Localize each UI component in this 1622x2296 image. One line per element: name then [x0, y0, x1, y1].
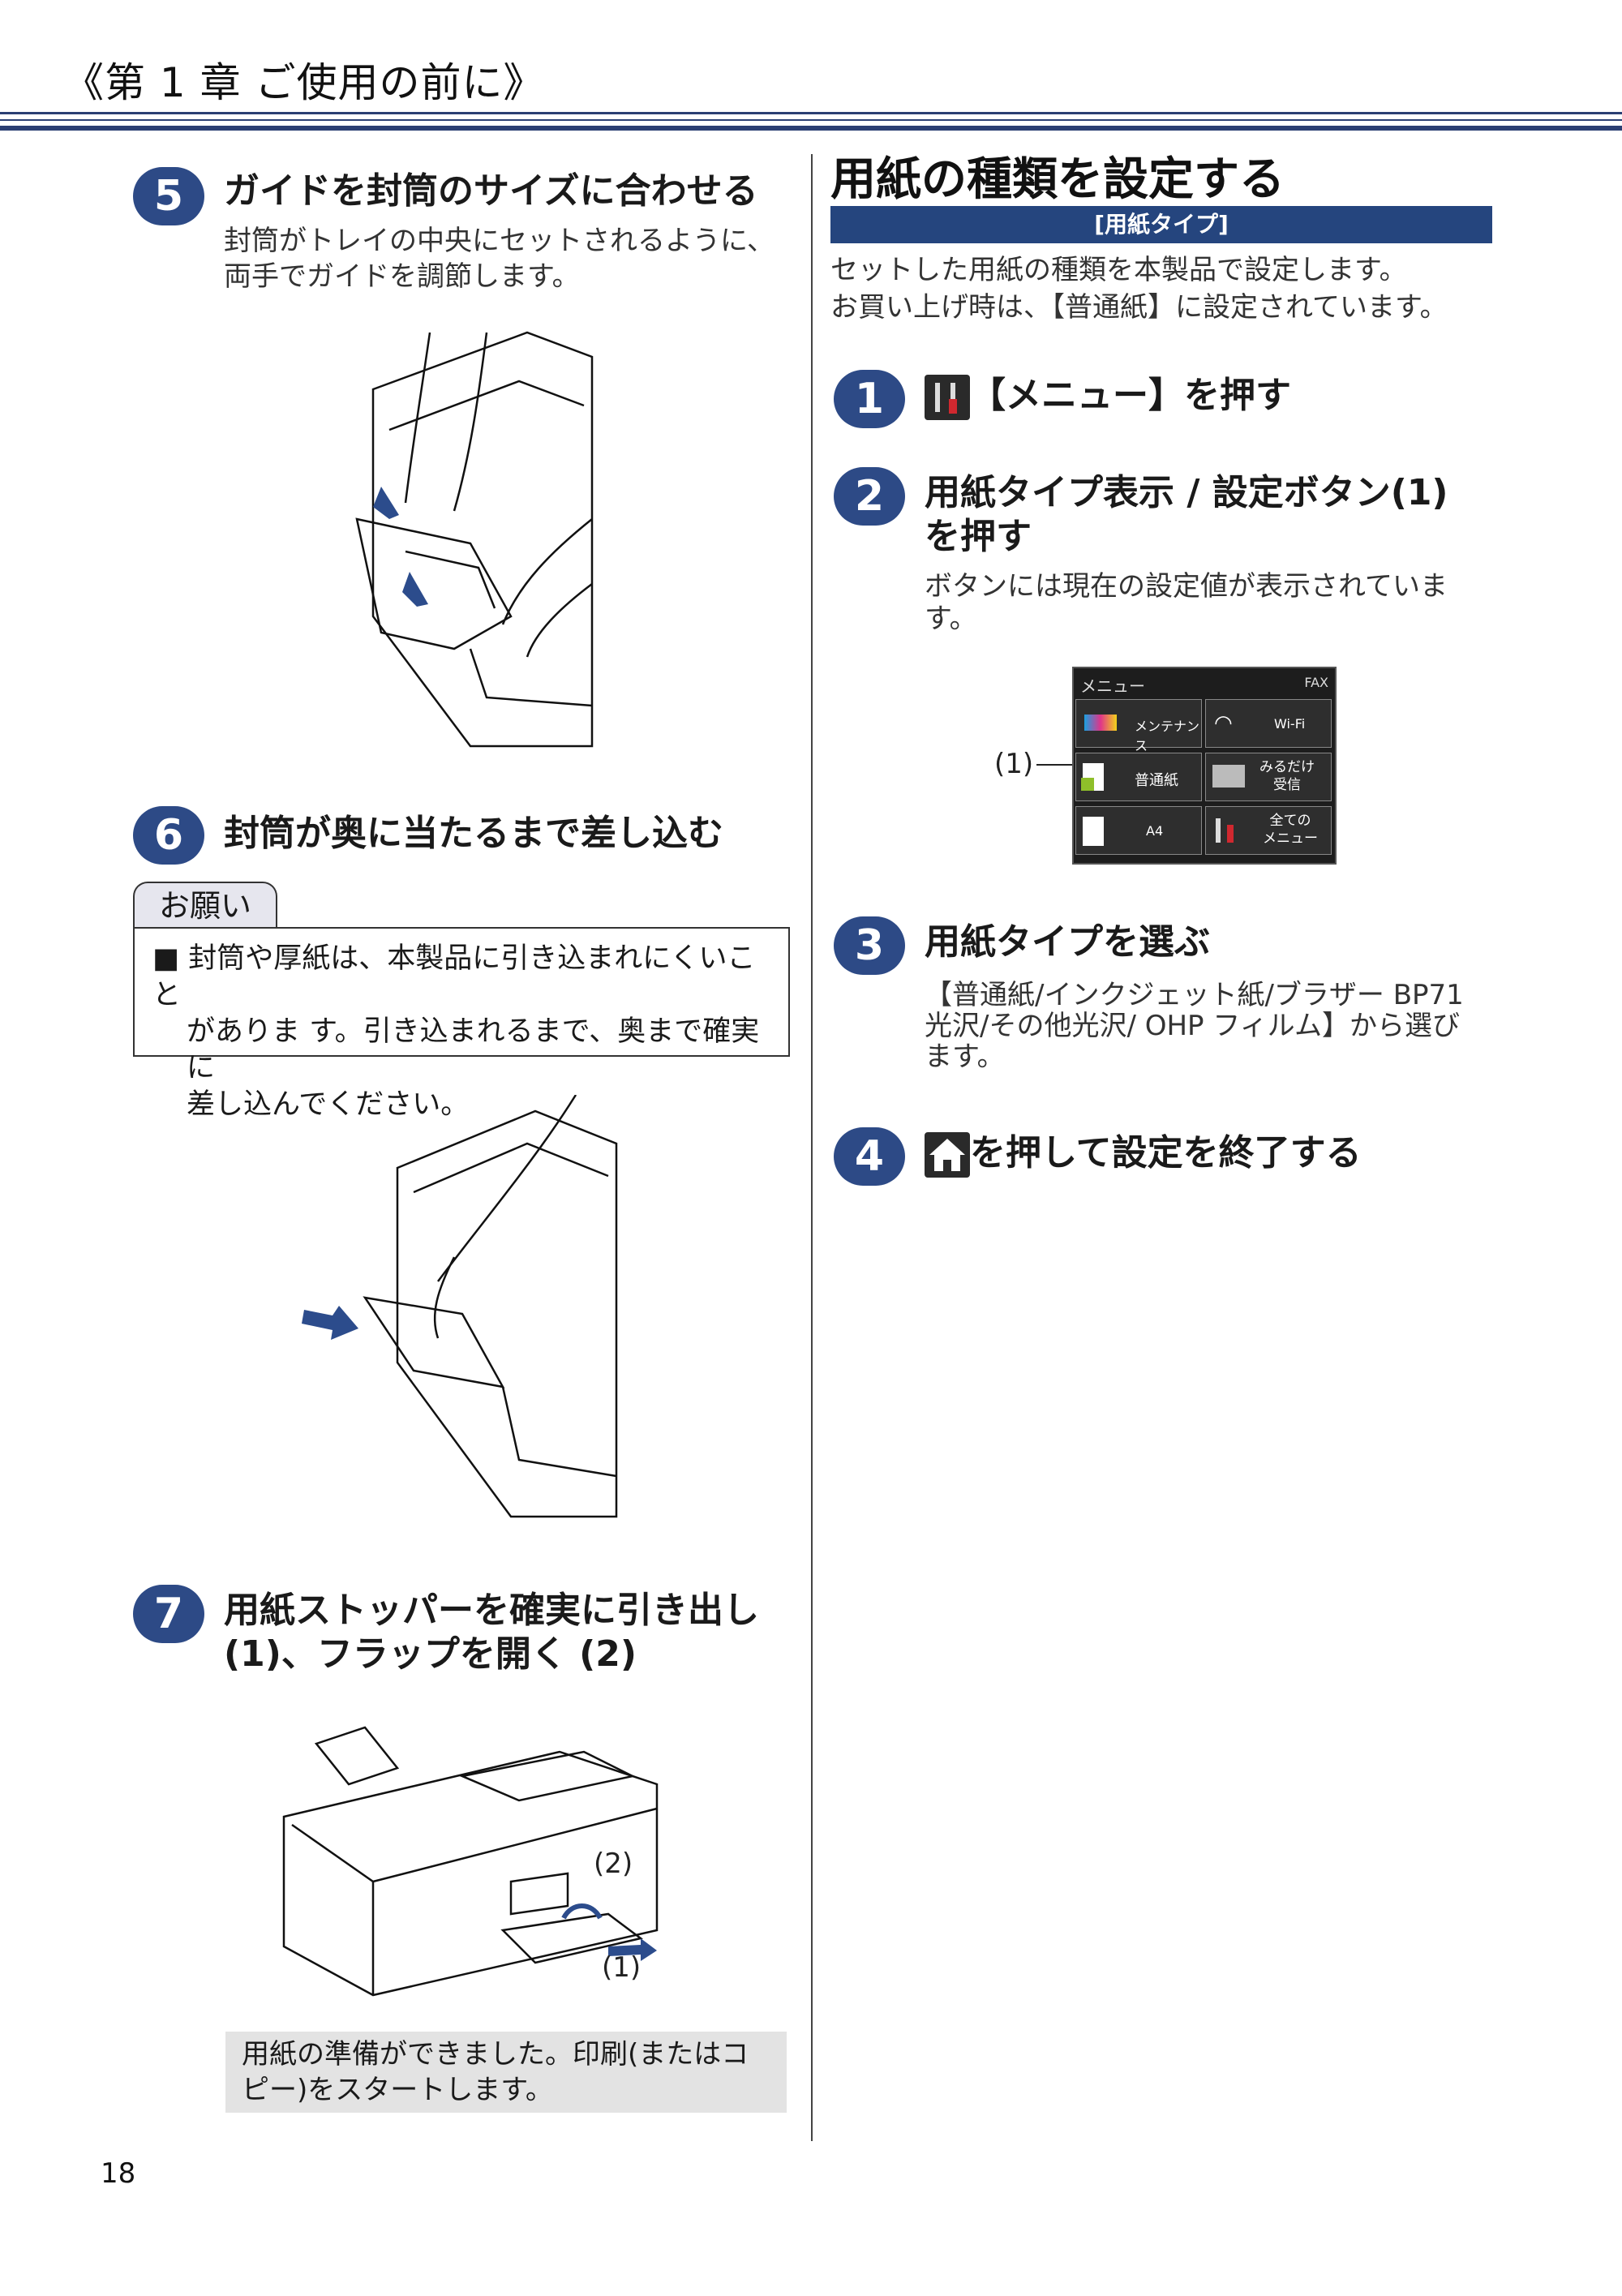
- chapter-title: 《第 1 章 ご使用の前に》: [63, 59, 545, 106]
- step-5-title: ガイドを封筒のサイズに合わせる: [224, 170, 758, 212]
- step-number-6: 6: [133, 806, 204, 865]
- note-text: ■ 封筒や厚紙は、本製品に引き込まれにくいこと がありま す。引き込まれるまで、…: [152, 941, 777, 1123]
- step-1-title-text: 【メニュー】を押す: [970, 375, 1291, 416]
- step-number-4: 4: [834, 1127, 905, 1186]
- paper-type-button[interactable]: 普通紙: [1075, 753, 1202, 801]
- note-tab: お願い: [133, 882, 277, 929]
- panel-fax-label: FAX: [1304, 675, 1328, 690]
- fax-icon: [1212, 765, 1245, 788]
- completion-line: ピー)をスタートします。: [242, 2074, 553, 2106]
- paper-type-label: 普通紙: [1135, 772, 1178, 789]
- completion-line: 用紙の準備ができました。印刷(またはコ: [242, 2038, 749, 2071]
- paper-size-button[interactable]: A4: [1075, 806, 1202, 855]
- step-3-body-line-1: 【普通紙/インクジェット紙/ブラザー BP71: [925, 979, 1464, 1011]
- step-number-7: 7: [133, 1585, 204, 1643]
- step-3-title: 用紙タイプを選ぶ: [925, 921, 1210, 963]
- note-line: 差し込んでください。: [187, 1088, 470, 1121]
- step-5-body-line-2: 両手でガイドを調節します。: [224, 260, 580, 293]
- header-rule: [0, 112, 1622, 114]
- step-6-title: 封筒が奥に当たるまで差し込む: [224, 813, 723, 854]
- intro-line-1: セットした用紙の種類を本製品で設定します。: [830, 254, 1407, 286]
- label-1: (1): [602, 1951, 642, 1984]
- step-number-3: 3: [834, 916, 905, 975]
- panel-maintenance-label: メンテナンス: [1135, 719, 1200, 753]
- panel-wifi-label: Wi-Fi: [1274, 716, 1306, 732]
- panel-maintenance-button[interactable]: メンテナンス: [1075, 699, 1202, 753]
- tools-icon: [1216, 818, 1221, 843]
- panel-all-menu-button[interactable]: 全ての メニュー: [1205, 806, 1332, 855]
- panel-callout-label: (1): [994, 748, 1034, 780]
- note-box: [133, 927, 790, 1057]
- printer-stopper-illustration: [282, 1726, 659, 1997]
- section-title: 用紙の種類を設定する: [830, 153, 1285, 206]
- header-rule: [0, 126, 1622, 131]
- section-band: [用紙タイプ]: [830, 206, 1492, 243]
- ink-icon: [1084, 715, 1117, 731]
- step-2-title-line-1: 用紙タイプ表示 / 設定ボタン(1): [925, 472, 1448, 513]
- page-number: 18: [101, 2157, 136, 2190]
- header-rule: [0, 119, 1622, 121]
- home-icon: [925, 1132, 970, 1178]
- paper-badge-icon: [1081, 778, 1094, 791]
- paper-size-icon: [1083, 817, 1104, 846]
- intro-line-2: お買い上げ時は、【普通紙】に設定されています。: [830, 291, 1448, 324]
- step-3-body-line-3: ます。: [925, 1041, 1005, 1073]
- panel-all-menu-label: 全ての メニュー: [1263, 813, 1318, 847]
- panel-header: メニュー FAX: [1074, 668, 1335, 696]
- note-line: がありま す。引き込まれるまで、奥まで確実に: [187, 1015, 760, 1084]
- step-3-body-line-2: 光沢/その他光沢/ OHP フィルム】から選び: [925, 1010, 1460, 1042]
- step-7-title-line-2: (1)、フラップを開く (2): [224, 1633, 637, 1675]
- step-5-body-line-1: 封筒がトレイの中央にセットされるように、: [224, 225, 775, 257]
- step-2-body-line-1: ボタンには現在の設定値が表示されていま: [925, 570, 1448, 603]
- panel-menu-label: メニュー: [1080, 676, 1145, 696]
- step-4-title: を押して設定を終了する: [925, 1131, 1362, 1178]
- menu-tools-icon: [925, 375, 970, 420]
- label-2: (2): [594, 1848, 633, 1880]
- tools-icon-handle: [1227, 825, 1234, 843]
- completion-note: 用紙の準備ができました。印刷(またはコ ピー)をスタートします。: [225, 2032, 787, 2113]
- paper-size-label: A4: [1146, 823, 1164, 839]
- step-number-1: 1: [834, 370, 905, 428]
- step-2-body-line-2: す。: [925, 603, 977, 635]
- step-number-5: 5: [133, 167, 204, 225]
- step-number-2: 2: [834, 467, 905, 526]
- callout-line: [1036, 764, 1077, 766]
- column-divider: [811, 154, 813, 2141]
- panel-wifi-button[interactable]: ◠ Wi-Fi: [1205, 699, 1332, 748]
- step-4-title-text: を押して設定を終了する: [970, 1132, 1362, 1174]
- note-line: ■ 封筒や厚紙は、本製品に引き込まれにくいこと: [152, 942, 756, 1011]
- wifi-icon: ◠: [1214, 711, 1233, 736]
- envelope-insert-illustration: [302, 1095, 618, 1518]
- panel-fax-preview-button[interactable]: みるだけ 受信: [1205, 753, 1332, 801]
- guide-adjust-illustration: [355, 331, 594, 748]
- step-1-title: 【メニュー】を押す: [925, 373, 1291, 420]
- touch-panel: メニュー FAX メンテナンス ◠ Wi-Fi 普通紙 みるだけ 受信 A4 全…: [1072, 667, 1337, 865]
- step-2-title-line-2: を押す: [925, 516, 1032, 557]
- step-7-title-line-1: 用紙ストッパーを確実に引き出し: [224, 1590, 759, 1631]
- panel-fax-preview-label: みるだけ 受信: [1259, 759, 1315, 793]
